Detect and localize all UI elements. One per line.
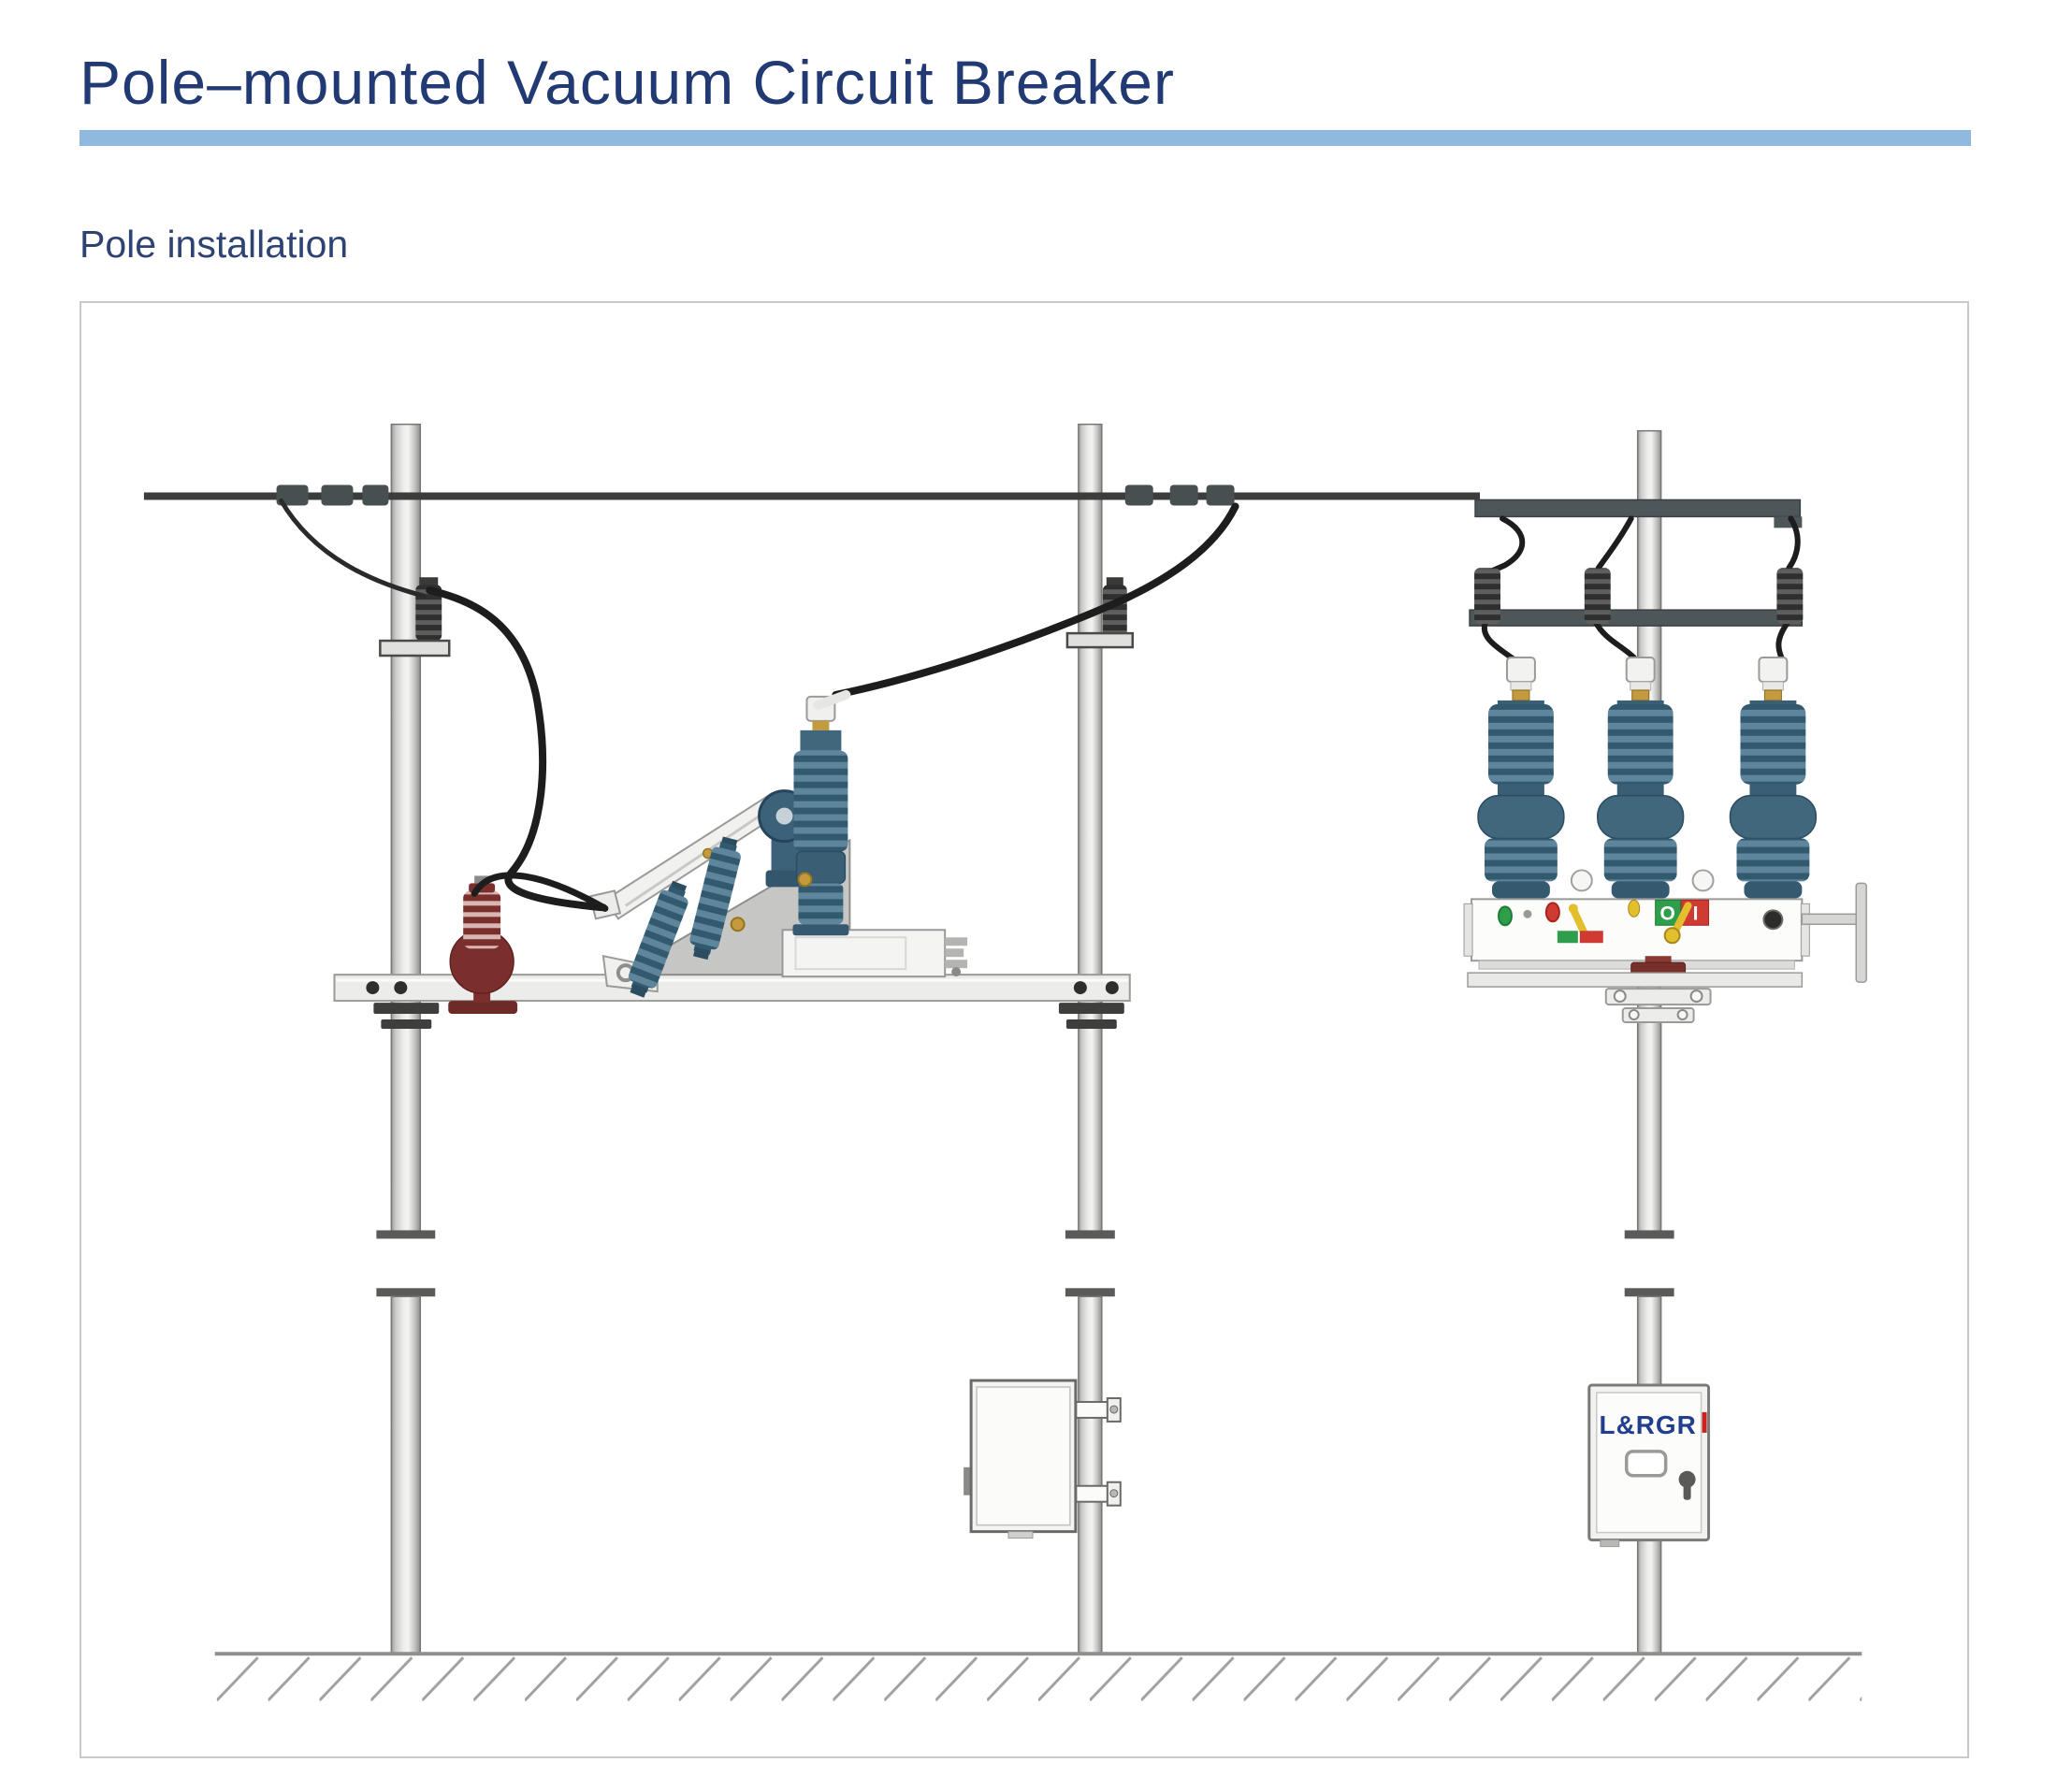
platform-bolt (394, 981, 408, 995)
platform-bolt (366, 981, 380, 995)
chassis-dome-bolt (1570, 869, 1593, 892)
phase-insulators (1477, 700, 1818, 899)
open-indicator-label: O (1659, 903, 1674, 924)
control-cabinet-branded: L&RGR (1587, 1383, 1711, 1548)
platform-bolt (1105, 981, 1119, 995)
small-button (1523, 909, 1532, 918)
pole-clamp-band (379, 639, 451, 657)
cabinet-handle (964, 1466, 974, 1495)
cabinet-foot (1007, 1531, 1034, 1539)
pole-flange (1065, 1230, 1115, 1239)
platform-bolt (1073, 981, 1087, 995)
line-clamps-left (276, 484, 389, 506)
phase-insulator (1729, 700, 1818, 899)
page-title: Pole–mounted Vacuum Circuit Breaker (80, 48, 1175, 118)
drop-wires (1481, 515, 1801, 662)
chassis-pole-mount (1467, 956, 1804, 1024)
control-cabinet-gray (964, 1379, 1122, 1539)
crossarm-end-bracket (1774, 516, 1803, 528)
terminal-stub (813, 689, 851, 710)
platform-pole-clamp (1065, 1019, 1117, 1030)
cable-from-transformer (471, 872, 609, 912)
keyhole-icon (1678, 1470, 1696, 1500)
yellow-indicator (1628, 899, 1641, 917)
upper-crossarm (1474, 498, 1802, 518)
phase-insulator (1477, 700, 1565, 899)
cables (426, 502, 1239, 912)
close-indicator-label: I (1693, 903, 1699, 924)
platform-pole-clamp (1058, 1003, 1124, 1015)
mechanism-chassis: O I (1463, 898, 1810, 970)
cable-to-line (832, 502, 1239, 699)
tilted-insulator (629, 880, 688, 998)
line-clamps-middle (1124, 484, 1235, 506)
pole-flange (1624, 1288, 1674, 1297)
ground-hatching (216, 1655, 1862, 1703)
red-indicator (1544, 902, 1560, 923)
right-pole-crossarms (1469, 498, 1804, 627)
pole-clamp-band (1065, 631, 1135, 649)
manual-operating-handle (1801, 882, 1867, 983)
transformer-ribbed-neck (463, 890, 501, 949)
mounting-platform (333, 974, 1131, 1030)
cable-from-standoff (426, 586, 607, 912)
bracket-bolt (730, 917, 746, 932)
left-pole (376, 423, 436, 1655)
main-interrupter-tower (792, 695, 849, 936)
chassis-dome-bolt (1691, 869, 1715, 892)
cabinet-foot (1600, 1539, 1620, 1548)
left-pole-standoff-insulator (379, 577, 451, 657)
middle-pole (1065, 423, 1115, 1655)
phase-insulator (1597, 700, 1685, 899)
page-subtitle: Pole installation (80, 223, 349, 266)
pole-flange (1065, 1288, 1115, 1297)
green-indicator (1497, 905, 1513, 927)
red-state-plate (1579, 931, 1603, 944)
diagram-frame: O I (80, 301, 1969, 1758)
pole-flange (1624, 1230, 1674, 1239)
bracket-bolt (797, 872, 813, 888)
green-state-plate (1557, 931, 1578, 944)
breaker-front-view: O I (1463, 515, 1867, 1024)
pole-flange (376, 1230, 436, 1239)
tilted-insulator (689, 836, 741, 961)
platform-pole-clamp (373, 1003, 440, 1015)
platform-beam (333, 974, 1131, 1003)
pole-installation-diagram: O I (143, 423, 1867, 1703)
bushing-terminal-caps (1505, 657, 1789, 701)
inspection-window-icon (1624, 1450, 1668, 1478)
platform-pole-clamp (381, 1019, 432, 1030)
surge-arresters (1474, 568, 1804, 625)
brand-logo-accent (1702, 1411, 1707, 1433)
title-divider (80, 130, 1971, 146)
brand-logo-text: L&RGR (1600, 1410, 1697, 1439)
jumper-wire (279, 498, 427, 599)
pole-flange (376, 1288, 436, 1297)
black-knob (1762, 909, 1784, 931)
recloser-side-view (588, 695, 968, 998)
potential-transformer (448, 875, 518, 1015)
lower-crossarm (1469, 609, 1804, 627)
